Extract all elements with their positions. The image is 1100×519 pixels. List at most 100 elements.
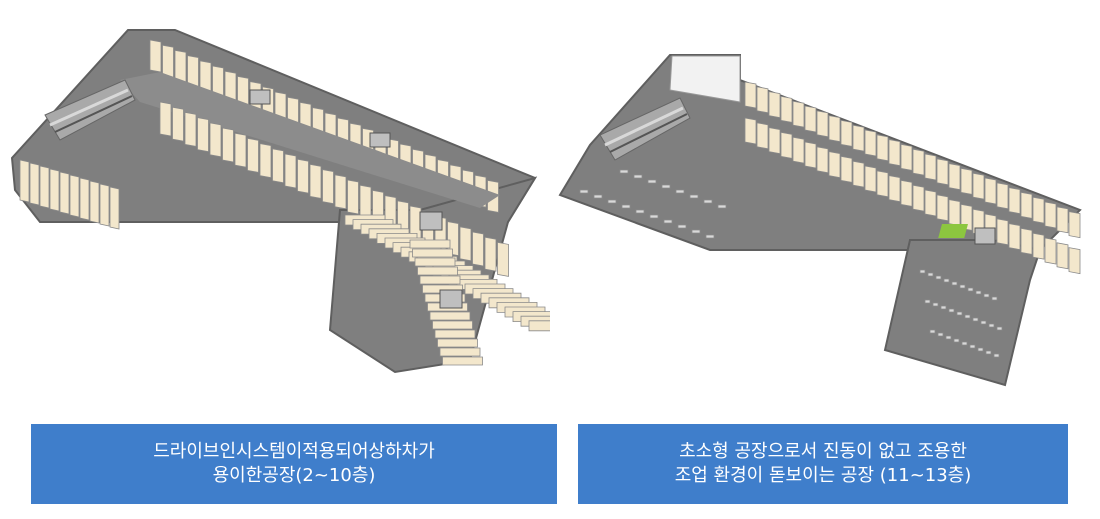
unit-cell [972,317,979,322]
unit-cell [927,272,934,277]
unit-cell [959,284,966,289]
factory-units-top-row [744,81,1081,239]
caption-box-right: 초소형 공장으로서 진동이 없고 조용한 조업 환경이 돋보이는 공장 (11~… [578,424,1068,504]
elevator-core [974,227,996,245]
elevator-core [249,89,271,105]
unit-cell [109,186,120,230]
unit-cell [780,95,793,123]
caption-line: 드라이브인시스템이적용되어상하차가 [153,441,435,462]
unit-cell [956,311,963,316]
unit-cell [940,305,947,310]
unit-cell [977,347,984,352]
unit-cell [964,314,971,319]
unit-cell [960,203,973,231]
unit-cell [1068,211,1081,239]
unit-cell [89,180,100,224]
unit-cell [828,115,841,143]
parking-area-left [579,169,727,239]
unit-cell [1056,206,1069,234]
unit-cell [792,100,805,128]
unit-cell [528,320,550,332]
unit-cell [768,91,781,119]
unit-cell [1008,223,1021,251]
unit-cell [948,308,955,313]
unit-cell [675,189,685,194]
unit-cell [929,329,936,334]
open-area [669,55,741,103]
unit-cell [852,124,865,152]
unit-cell [948,199,961,227]
unit-cell [647,179,657,184]
unit-cell [434,329,476,339]
unit-cell [197,117,209,153]
parking-area-vertical [919,269,1003,358]
unit-cell [309,163,322,199]
unit-cell [272,148,284,184]
unit-cell [172,106,184,142]
floor-plan-2-10 [10,29,550,374]
unit-cell [948,163,961,191]
unit-cell [347,179,359,215]
unit-cell [497,241,509,277]
floor-plan-11-13 [558,54,1082,387]
unit-cell [960,167,973,195]
unit-cell [983,293,990,298]
unit-cell [409,239,451,249]
elevator-core [439,289,463,309]
unit-cell [888,139,901,167]
unit-cell [184,111,197,147]
unit-cell [945,335,952,340]
unit-cell [432,320,473,330]
green-area [938,224,968,238]
unit-cell [980,320,987,325]
unit-cell [969,344,976,349]
unit-cell [840,119,853,147]
unit-cell [247,137,259,173]
unit-cell [437,338,478,348]
unit-cell [943,278,950,283]
unit-cell [635,209,645,214]
caption-line: 용이한공장(2~10층) [212,465,376,486]
unit-cell [864,129,877,157]
unit-cell [951,281,958,286]
unit-cell [816,146,829,174]
unit-cell [852,160,865,188]
unit-cell [919,269,926,274]
unit-cell [284,153,297,189]
unit-cell [19,159,30,203]
unit-cell [414,257,456,267]
unit-cell [174,49,187,83]
unit-cell [1020,227,1033,255]
unit-cell [1032,232,1045,260]
unit-cell [69,174,80,218]
unit-cell [935,275,942,280]
unit-cell [912,148,925,176]
unit-cell [359,184,372,220]
unit-cell [79,177,90,221]
unit-cell [633,174,643,179]
unit-cell [417,266,458,276]
unit-cell [619,169,629,174]
unit-cell [484,236,497,272]
unit-cell [900,143,913,171]
unit-cell [419,275,461,285]
unit-cell [459,226,472,262]
factory-units-left-wing [19,159,120,230]
unit-cell [429,311,471,321]
unit-cell [991,296,998,301]
unit-cell [689,194,699,199]
unit-cell [322,169,334,205]
unit-cell [953,338,960,343]
unit-cell [780,131,793,159]
unit-cell [661,184,671,189]
unit-cell [209,122,222,158]
unit-cell [756,122,769,150]
unit-cell [579,189,589,194]
unit-cell [840,155,853,183]
factory-units-vertical-arm [344,214,550,366]
unit-cell [607,199,617,204]
unit-cell [744,117,757,145]
unit-cell [1056,242,1069,270]
unit-cell [705,234,715,239]
unit-cell [222,127,234,163]
